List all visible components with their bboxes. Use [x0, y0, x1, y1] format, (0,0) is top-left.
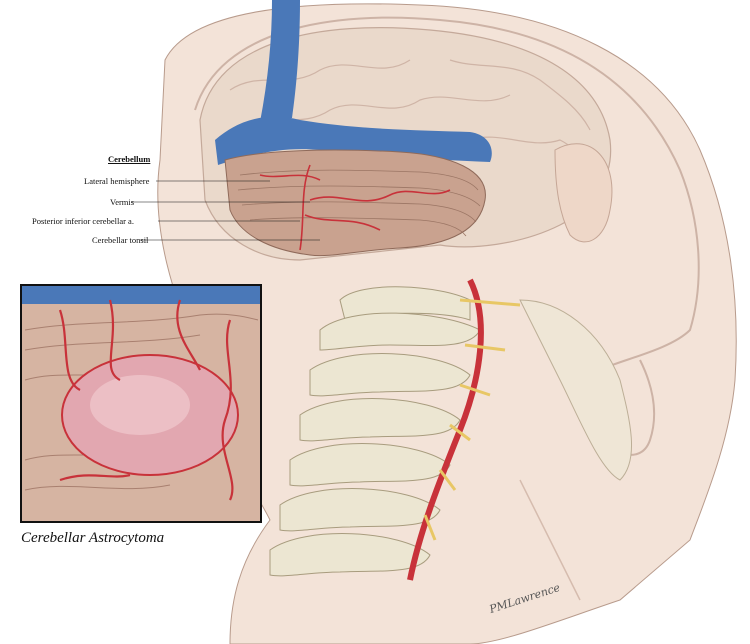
neck-contour — [519, 479, 581, 601]
label-vermis: Vermis — [110, 197, 135, 207]
label-lateral-hemisphere: Lateral hemisphere — [84, 176, 150, 186]
skull-outline — [194, 16, 700, 456]
leader-lines — [131, 180, 320, 241]
ear — [554, 143, 613, 243]
vertebral-artery — [407, 278, 484, 581]
cerebellar-folia — [237, 169, 481, 237]
inset-panel — [20, 284, 262, 523]
label-cerebellar-tonsil: Cerebellar tonsil — [92, 235, 149, 245]
mandible — [519, 299, 632, 481]
inset-caption: Cerebellar Astrocytoma — [21, 530, 165, 546]
cerebellum-heading: Cerebellum — [108, 154, 151, 164]
cerebellum — [224, 149, 486, 257]
spinal-nerves — [423, 298, 521, 541]
transverse-sinus — [215, 116, 492, 165]
cervical-spine — [269, 286, 481, 577]
cerebellar-arteries — [259, 164, 451, 251]
label-pica: Posterior inferior cerebellar a. — [32, 216, 134, 226]
sagittal-sinus — [260, 0, 300, 122]
